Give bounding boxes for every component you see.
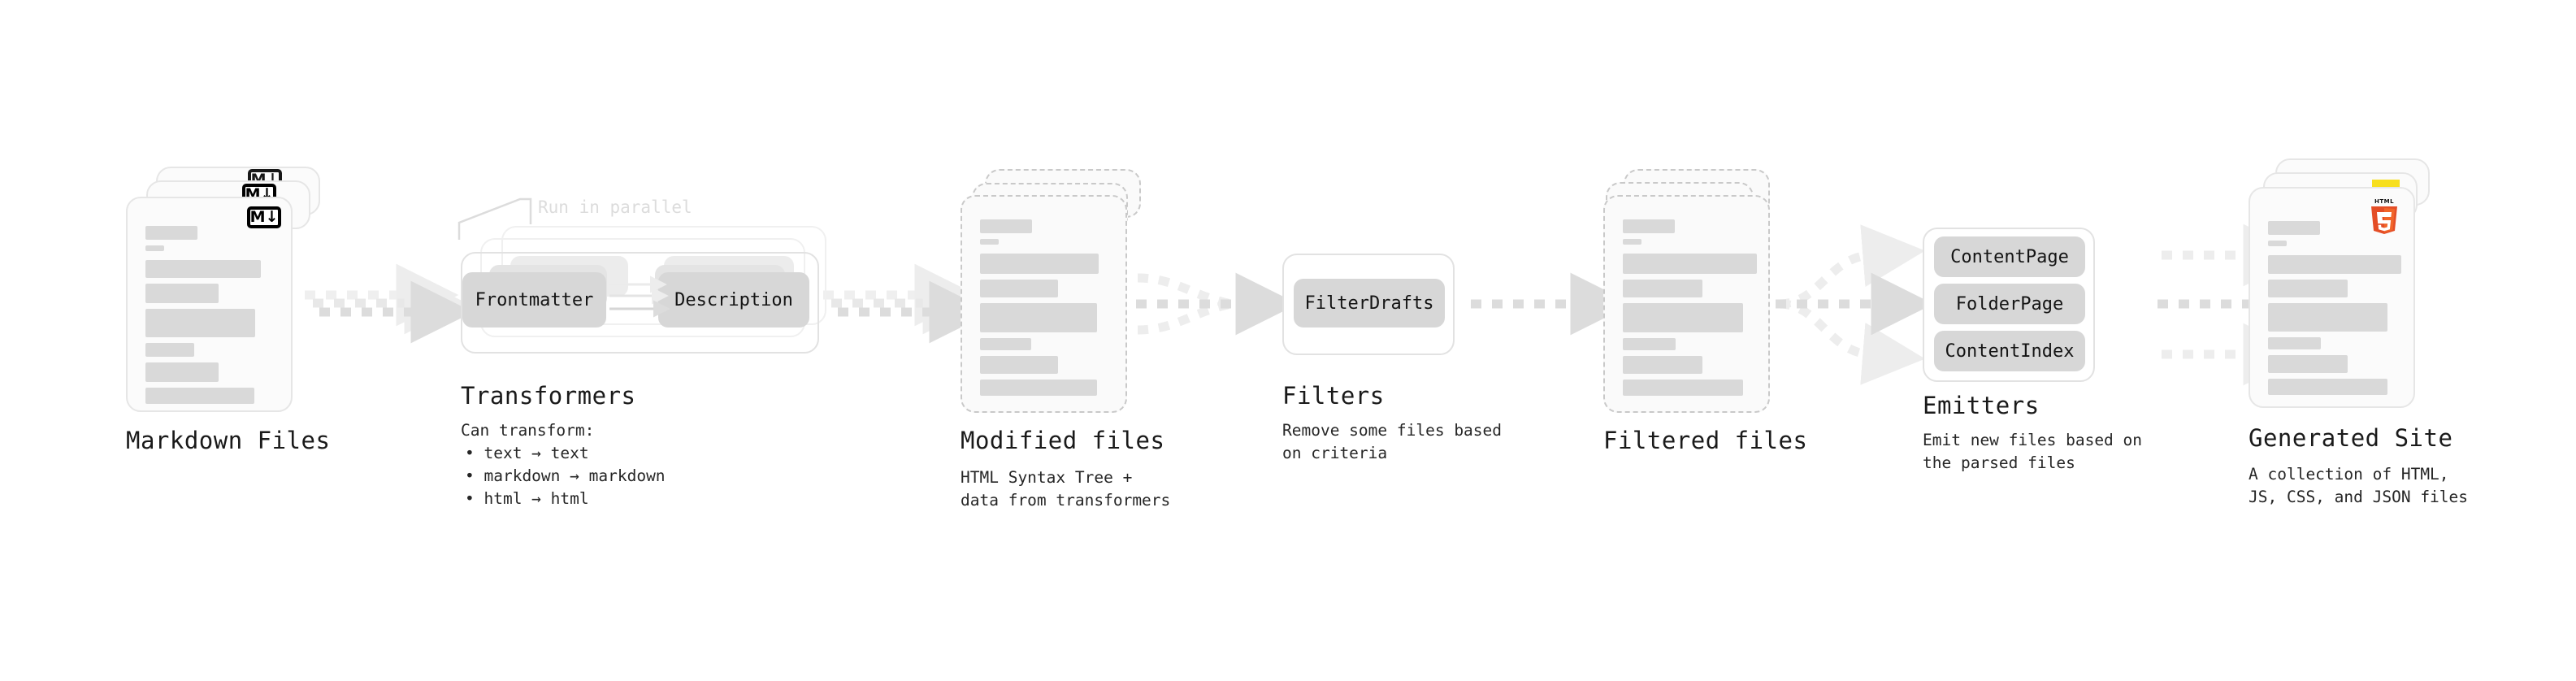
content-bar xyxy=(1623,239,1641,245)
transformer-chip-frontmatter-label: Frontmatter xyxy=(475,289,594,310)
content-bar xyxy=(980,239,999,245)
connector-emitters-to-site xyxy=(2158,223,2312,386)
modified-files-subtitle: HTML Syntax Tree + data from transformer… xyxy=(961,468,1171,510)
transformers-bullet-list: • text → text • markdown → markdown • ht… xyxy=(465,442,666,510)
content-bar xyxy=(1623,280,1702,297)
transformers-subtitle: Can transform: xyxy=(461,421,595,440)
content-bar xyxy=(1623,254,1757,274)
transformers-bullet-2: • html → html xyxy=(465,489,589,508)
content-bar xyxy=(980,254,1099,274)
content-bar xyxy=(980,380,1097,396)
filtered-file-sheet-front xyxy=(1603,195,1770,413)
emitter-chip-folderpage[interactable]: FolderPage xyxy=(1934,284,2085,324)
stage-title-markdown-files: Markdown Files xyxy=(126,427,331,454)
filters-subtitle: Remove some files based on criteria xyxy=(1282,421,1503,462)
content-bar xyxy=(1623,219,1675,233)
content-bar xyxy=(980,280,1058,297)
content-bar xyxy=(145,362,219,382)
content-bar xyxy=(980,356,1058,374)
content-bar xyxy=(145,245,164,251)
content-bar xyxy=(145,260,261,278)
content-bar xyxy=(2268,337,2321,349)
transformer-chip-description[interactable]: Description xyxy=(658,272,809,327)
content-bar xyxy=(145,388,254,404)
content-bar xyxy=(1623,356,1702,374)
transformers-bullet-0-label: text → text xyxy=(484,444,589,462)
modified-doc-content xyxy=(980,219,1109,396)
html5-icon: HTML xyxy=(2371,198,2397,234)
transformers-bullet-1-label: markdown → markdown xyxy=(484,466,666,485)
modified-file-sheet-front xyxy=(961,195,1127,413)
content-bar xyxy=(2268,280,2348,297)
content-bar xyxy=(2268,303,2387,332)
markdown-doc-content xyxy=(145,226,275,404)
stage-title-filters: Filters xyxy=(1282,382,1385,410)
content-bar xyxy=(980,303,1097,332)
connector-filtered-to-emitters xyxy=(1776,224,1934,385)
svg-text:HTML: HTML xyxy=(2374,198,2394,205)
transformer-chip-frontmatter[interactable]: Frontmatter xyxy=(462,272,606,327)
run-in-parallel-bracket xyxy=(458,197,532,240)
content-bar xyxy=(2268,355,2348,373)
stage-title-transformers: Transformers xyxy=(461,382,636,410)
content-bar xyxy=(1623,303,1743,332)
transformer-chip-description-label: Description xyxy=(674,289,793,310)
emitter-chip-contentindex-label: ContentIndex xyxy=(1945,340,2075,362)
transformer-inner-arrows xyxy=(609,275,670,318)
transformers-bullet-2-label: html → html xyxy=(484,489,589,508)
content-bar xyxy=(980,338,1031,350)
content-bar xyxy=(145,309,255,337)
emitter-chip-folderpage-label: FolderPage xyxy=(1955,293,2064,314)
run-in-parallel-label: Run in parallel xyxy=(538,197,692,217)
markdown-file-sheet-front: M↓ xyxy=(126,197,293,412)
transformers-bullet-1: • markdown → markdown xyxy=(465,466,666,485)
site-doc-content xyxy=(2268,221,2401,395)
emitters-subtitle: Emit new files based on the parsed files xyxy=(1923,431,2143,472)
content-bar xyxy=(2268,255,2401,274)
content-bar xyxy=(145,226,197,240)
emitter-chip-contentpage[interactable]: ContentPage xyxy=(1934,236,2085,277)
content-bar xyxy=(980,219,1032,233)
transformers-group-box xyxy=(461,252,819,354)
filtered-doc-content xyxy=(1623,219,1757,396)
content-bar xyxy=(2268,221,2320,235)
emitter-chip-contentindex[interactable]: ContentIndex xyxy=(1934,331,2085,371)
markdown-icon: M↓ xyxy=(247,206,281,228)
content-bar xyxy=(145,343,194,357)
stage-title-emitters: Emitters xyxy=(1923,392,2040,419)
connector-md-to-transformers xyxy=(305,263,474,344)
connector-modified-to-filters xyxy=(1136,272,1299,336)
filter-chip-filterdrafts[interactable]: FilterDrafts xyxy=(1294,279,1445,327)
content-bar xyxy=(145,284,219,303)
connector-transformers-to-modified xyxy=(823,263,992,344)
filter-chip-filterdrafts-label: FilterDrafts xyxy=(1304,293,1434,314)
stage-title-filtered-files: Filtered files xyxy=(1603,427,1808,454)
stage-title-modified-files: Modified files xyxy=(961,427,1165,454)
transformers-bullet-0: • text → text xyxy=(465,444,589,462)
generated-site-subtitle: A collection of HTML, JS, CSS, and JSON … xyxy=(2249,465,2469,506)
content-bar xyxy=(2268,241,2287,246)
content-bar xyxy=(1623,338,1676,350)
content-bar xyxy=(2268,379,2387,395)
emitter-chip-contentpage-label: ContentPage xyxy=(1950,246,2069,267)
site-file-sheet-front: HTML xyxy=(2249,187,2415,408)
content-bar xyxy=(1623,380,1743,396)
stage-title-generated-site: Generated Site xyxy=(2249,424,2453,452)
